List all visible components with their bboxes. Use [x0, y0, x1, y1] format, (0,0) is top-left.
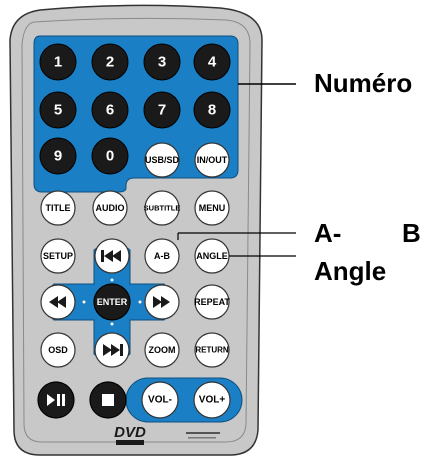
vol-minus-label: VOL-	[148, 395, 172, 406]
number-key-3[interactable]: 3	[143, 43, 181, 81]
repeat-button[interactable]: REPEAT	[194, 284, 230, 320]
in-out-button[interactable]: IN/OUT	[194, 142, 230, 178]
rewind-icon	[49, 296, 66, 308]
stop-icon	[102, 394, 114, 406]
subtitle-label: SUBTITLE	[144, 204, 181, 213]
number-key-4[interactable]: 4	[193, 43, 231, 81]
vol-minus-button[interactable]: VOL-	[141, 381, 179, 419]
number-key-5[interactable]: 5	[39, 91, 77, 129]
number-key-1[interactable]: 1	[39, 43, 77, 81]
usb-sd-label: USB/SD	[145, 155, 180, 165]
angle-key-label: ANGLE	[196, 251, 228, 261]
next-button[interactable]	[94, 332, 130, 368]
enter-label: ENTER	[97, 297, 128, 307]
number-key-label: 5	[54, 102, 62, 119]
number-key-label: 9	[54, 148, 62, 165]
svg-text:DVD: DVD	[114, 424, 146, 441]
usb-sd-button[interactable]: USB/SD	[144, 142, 180, 178]
number-key-0[interactable]: 0	[91, 137, 129, 175]
subtitle-button[interactable]: SUBTITLE	[144, 190, 181, 226]
play-pause-icon	[47, 394, 65, 406]
callout-a: A-	[314, 218, 342, 248]
dpad-dots	[82, 278, 142, 326]
setup-button[interactable]: SETUP	[40, 238, 76, 274]
repeat-label: REPEAT	[194, 297, 230, 307]
prev-button[interactable]	[94, 238, 130, 274]
skip-next-icon	[103, 344, 123, 356]
return-label: RETURN	[195, 346, 229, 355]
zoom-button[interactable]: ZOOM	[144, 332, 180, 368]
number-key-label: 1	[54, 54, 62, 71]
return-button[interactable]: RETURN	[194, 332, 230, 368]
angle-button[interactable]: ANGLE	[194, 238, 230, 274]
title-button[interactable]: TITLE	[40, 190, 76, 226]
callout-numero: Numéro	[314, 68, 413, 98]
stop-button[interactable]	[89, 381, 127, 419]
audio-button[interactable]: AUDIO	[92, 190, 128, 226]
remote-inner-border	[21, 17, 251, 443]
number-key-2[interactable]: 2	[91, 43, 129, 81]
number-key-label: 6	[106, 102, 114, 119]
in-out-label: IN/OUT	[197, 155, 228, 165]
model-imprint	[186, 432, 220, 439]
setup-label: SETUP	[43, 251, 73, 261]
enter-button[interactable]: ENTER	[93, 283, 131, 321]
osd-label: OSD	[48, 345, 68, 355]
audio-label: AUDIO	[96, 203, 125, 213]
forward-button[interactable]	[144, 284, 180, 320]
zoom-label: ZOOM	[149, 345, 176, 355]
number-key-label: 4	[208, 54, 217, 71]
osd-button[interactable]: OSD	[40, 332, 76, 368]
vol-plus-label: VOL+	[199, 395, 226, 406]
number-key-label: 7	[158, 102, 166, 119]
callout-angle: Angle	[314, 256, 387, 286]
a-b-button[interactable]: A-B	[144, 238, 180, 274]
number-pad-panel	[33, 35, 239, 193]
a-b-label: A-B	[154, 251, 170, 261]
number-key-label: 0	[106, 148, 114, 165]
number-key-label: 3	[158, 54, 166, 71]
number-key-label: 2	[106, 54, 114, 71]
number-key-9[interactable]: 9	[39, 137, 77, 175]
vol-plus-button[interactable]: VOL+	[193, 381, 231, 419]
menu-button[interactable]: MENU	[194, 190, 230, 226]
play-pause-button[interactable]	[37, 381, 75, 419]
number-key-label: 8	[208, 102, 216, 119]
dvd-video-logo: DVD	[114, 424, 146, 445]
number-key-8[interactable]: 8	[193, 91, 231, 129]
skip-previous-icon	[101, 250, 121, 262]
number-key-6[interactable]: 6	[91, 91, 129, 129]
rewind-button[interactable]	[40, 284, 76, 320]
fast-forward-icon	[153, 296, 170, 308]
callout-b: B	[402, 218, 421, 248]
menu-label: MENU	[199, 203, 226, 213]
title-label: TITLE	[46, 203, 71, 213]
number-key-7[interactable]: 7	[143, 91, 181, 129]
